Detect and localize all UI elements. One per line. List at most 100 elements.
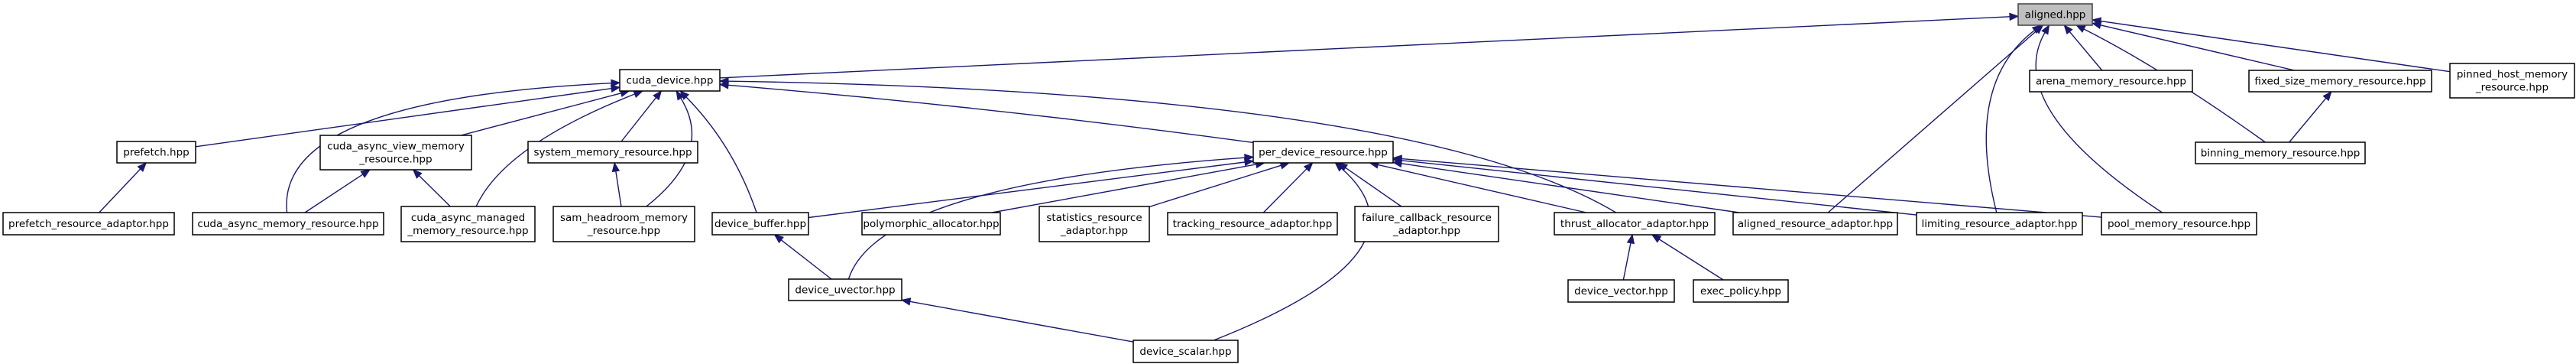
- edge-line: [719, 16, 2011, 79]
- node-label: _resource.hpp: [587, 225, 660, 237]
- node-pool[interactable]: pool_memory_resource.hpp: [2101, 212, 2257, 236]
- node-label: polymorphic_allocator.hpp: [863, 218, 999, 230]
- node-label: device_uvector.hpp: [795, 284, 895, 297]
- node-polymorphic-allocator[interactable]: polymorphic_allocator.hpp: [861, 212, 1001, 236]
- edge-limiting-to-aligned: [1985, 24, 2043, 213]
- node-label: pinned_host_memory: [2457, 69, 2568, 81]
- node-cuda-async-managed[interactable]: cuda_async_managed_memory_resource.hpp: [400, 206, 536, 242]
- edge-device-scalar-to-per-device: [1213, 162, 1371, 341]
- node-failure-callback[interactable]: failure_callback_resource_adaptor.hpp: [1354, 206, 1499, 242]
- node-prefetch[interactable]: prefetch.hpp: [116, 141, 196, 164]
- node-box: [788, 278, 902, 301]
- arrowhead-icon: [718, 76, 729, 86]
- node-box: [192, 212, 384, 236]
- edge-prefetch-to-cuda-device: [195, 84, 621, 148]
- edge-line: [615, 171, 622, 207]
- node-label: pool_memory_resource.hpp: [2108, 218, 2250, 230]
- node-limiting[interactable]: limiting_resource_adaptor.hpp: [1916, 212, 2083, 236]
- edge-line: [727, 84, 1254, 144]
- arrowhead-icon: [2031, 24, 2043, 34]
- edge-device-uvector-to-device-buffer: [773, 234, 832, 280]
- edge-pool-to-per-device: [1392, 154, 2102, 218]
- node-box: [2248, 70, 2432, 93]
- node-box: [2101, 212, 2257, 236]
- arrowhead-icon: [610, 84, 621, 93]
- edge-pool-to-aligned: [2035, 24, 2163, 213]
- node-sam-headroom[interactable]: sam_headroom_memory_resource.hpp: [552, 206, 695, 242]
- node-cuda-async-view[interactable]: cuda_async_view_memory_resource.hpp: [319, 135, 472, 171]
- node-tracking[interactable]: tracking_resource_adaptor.hpp: [1167, 212, 1338, 236]
- arrowhead-icon: [412, 169, 423, 179]
- node-arena[interactable]: arena_memory_resource.hpp: [2029, 70, 2193, 93]
- node-box: [527, 141, 698, 164]
- edge-sam-headroom-to-system-memory: [611, 161, 622, 207]
- edge-cuda-async-memory-to-cuda-async-view: [304, 169, 371, 213]
- arrowhead-icon: [360, 169, 371, 178]
- edge-device-vector-to-thrust-allocator: [1622, 233, 1635, 281]
- node-binning[interactable]: binning_memory_resource.hpp: [2195, 141, 2366, 164]
- edge-line: [1401, 158, 2102, 218]
- node-label: device_buffer.hpp: [714, 218, 806, 230]
- arrowhead-icon: [1651, 234, 1662, 243]
- arrowhead-icon: [653, 89, 663, 101]
- node-label: thrust_allocator_adaptor.hpp: [1560, 218, 1709, 230]
- node-cuda-device[interactable]: cuda_device.hpp: [619, 69, 721, 92]
- edge-device-scalar-to-device-uvector: [900, 297, 1134, 343]
- arrowhead-icon: [676, 89, 685, 101]
- node-fixed-size[interactable]: fixed_size_memory_resource.hpp: [2248, 70, 2432, 93]
- arrowhead-icon: [900, 297, 912, 306]
- node-device-vector[interactable]: device_vector.hpp: [1567, 279, 1675, 303]
- edge-device-buffer-to-cuda-device: [679, 90, 757, 213]
- node-cuda-async-memory[interactable]: cuda_async_memory_resource.hpp: [192, 212, 384, 236]
- node-device-scalar[interactable]: device_scalar.hpp: [1132, 340, 1239, 363]
- node-label: exec_policy.hpp: [1700, 285, 1781, 297]
- node-label: sam_headroom_memory: [560, 212, 688, 224]
- arrowhead-icon: [2063, 24, 2073, 35]
- node-label: failure_callback_resource: [1362, 212, 1492, 224]
- edge-tracking-to-per-device: [1262, 162, 1314, 213]
- arrowhead-icon: [2091, 17, 2102, 25]
- arrowhead-icon: [2009, 12, 2020, 21]
- node-label: cuda_async_memory_resource.hpp: [197, 218, 378, 230]
- edge-line: [847, 157, 1246, 280]
- node-per-device[interactable]: per_device_resource.hpp: [1252, 141, 1394, 164]
- edges-layer: [99, 12, 2451, 343]
- edge-aligned-adaptor-to-aligned: [1827, 24, 2044, 213]
- edge-exec-policy-to-thrust-allocator: [1651, 234, 1724, 281]
- node-box: [2017, 3, 2093, 26]
- arrowhead-icon: [1244, 154, 1255, 162]
- edge-line: [419, 175, 451, 207]
- arrowhead-icon: [611, 161, 621, 173]
- node-statistics[interactable]: statistics_resource_adaptor.hpp: [1039, 206, 1150, 242]
- node-box: [552, 206, 695, 242]
- node-box: [1252, 141, 1394, 164]
- arrowhead-icon: [2075, 24, 2086, 33]
- edge-aligned-adaptor-to-per-device: [1392, 159, 1739, 213]
- node-prefetch-adaptor[interactable]: prefetch_resource_adaptor.hpp: [2, 212, 175, 236]
- node-device-uvector[interactable]: device_uvector.hpp: [788, 278, 902, 301]
- node-label: aligned_resource_adaptor.hpp: [1738, 218, 1893, 230]
- node-aligned[interactable]: aligned.hpp: [2017, 3, 2093, 26]
- edge-line: [2035, 32, 2163, 213]
- node-thrust-allocator[interactable]: thrust_allocator_adaptor.hpp: [1554, 212, 1716, 236]
- edge-fixed-size-to-aligned: [2091, 21, 2295, 71]
- node-aligned-adaptor[interactable]: aligned_resource_adaptor.hpp: [1732, 212, 1898, 236]
- node-label: _resource.hpp: [2475, 82, 2548, 94]
- node-label: _resource.hpp: [358, 154, 432, 166]
- node-box: [116, 141, 196, 164]
- node-box: [2, 212, 175, 236]
- node-pinned-host[interactable]: pinned_host_memory_resource.hpp: [2449, 63, 2575, 99]
- node-exec-policy[interactable]: exec_policy.hpp: [1693, 279, 1789, 303]
- arrowhead-icon: [2322, 90, 2332, 102]
- edge-line: [461, 93, 621, 136]
- arrowhead-icon: [137, 162, 147, 172]
- node-system-memory[interactable]: system_memory_resource.hpp: [527, 141, 698, 164]
- edge-thrust-allocator-to-cuda-device: [718, 76, 1617, 213]
- edge-line: [1401, 160, 1917, 216]
- node-label: fixed_size_memory_resource.hpp: [2254, 76, 2425, 88]
- node-box: [1039, 206, 1150, 242]
- arrowhead-icon: [1334, 162, 1345, 172]
- edge-line: [1401, 163, 1739, 213]
- node-device-buffer[interactable]: device_buffer.hpp: [711, 212, 809, 236]
